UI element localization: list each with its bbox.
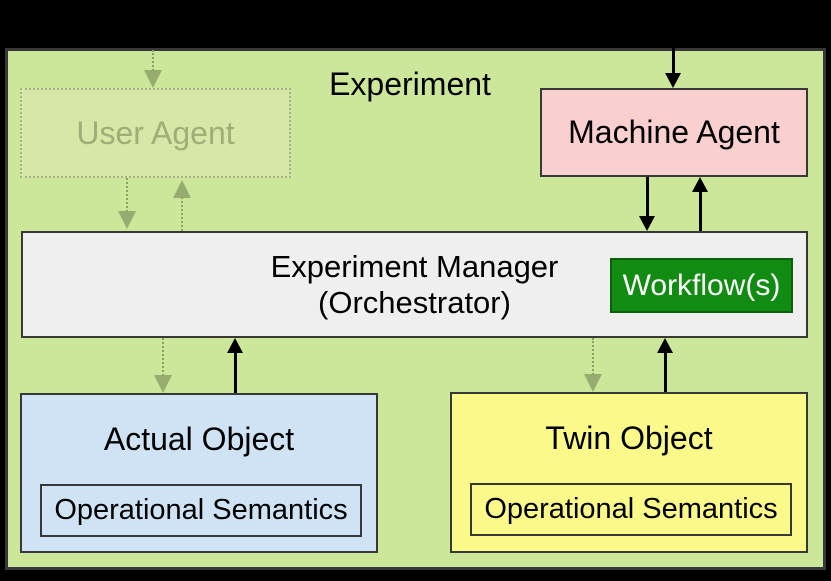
twin-object-label: Twin Object (545, 419, 713, 456)
machine-agent-label: Machine Agent (568, 114, 780, 150)
user-agent-box: User Agent (20, 88, 291, 178)
workflow-box: Workflow(s) (610, 258, 793, 313)
experiment-manager-label-line2: (Orchestrator) (318, 284, 511, 320)
experiment-manager-box: Experiment Manager (Orchestrator) (21, 231, 808, 338)
actual-object-label: Actual Object (103, 420, 295, 457)
experiment-manager-label-line1: Experiment Manager (270, 248, 559, 284)
workflow-label: Workflow(s) (622, 268, 781, 302)
twin-operational-semantics-label: Operational Semantics (484, 493, 778, 525)
experiment-title: Experiment (329, 66, 491, 102)
actual-operational-semantics-box: Operational Semantics (40, 484, 362, 537)
twin-operational-semantics-box: Operational Semantics (470, 483, 792, 536)
user-agent-label: User Agent (76, 114, 235, 151)
twin-object-box: Twin Object Operational Semantics (450, 392, 808, 553)
machine-agent-box: Machine Agent (540, 88, 808, 177)
actual-object-box: Actual Object Operational Semantics (20, 393, 378, 553)
actual-operational-semantics-label: Operational Semantics (54, 494, 348, 526)
